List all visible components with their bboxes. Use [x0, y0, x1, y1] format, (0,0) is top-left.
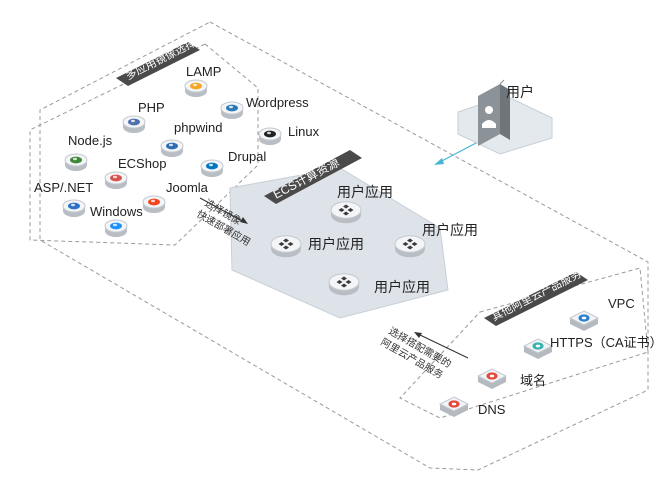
image-node	[122, 115, 146, 134]
domain-icon	[486, 372, 498, 380]
outer-region-outline	[39, 21, 649, 471]
windows-icon	[110, 222, 122, 230]
ecshop-icon	[110, 174, 122, 182]
app-grid-icon	[278, 238, 294, 250]
image-label: Node.js	[68, 133, 113, 148]
linux-icon	[264, 130, 276, 138]
service-label: DNS	[478, 402, 506, 417]
user-app-label: 用户应用	[374, 279, 430, 295]
image-node	[160, 139, 184, 158]
image-label: ASP/.NET	[34, 180, 94, 195]
phpwind-icon	[166, 142, 178, 150]
image-label: LAMP	[186, 64, 222, 79]
drupal-icon	[206, 162, 218, 170]
app-grid-icon	[336, 276, 352, 288]
user-label-leader	[499, 79, 505, 85]
image-label: PHP	[138, 100, 165, 115]
image-node	[104, 171, 128, 190]
image-node	[104, 219, 128, 238]
user-avatar-icon	[478, 84, 510, 146]
image-node	[220, 101, 244, 120]
image-label: ECShop	[118, 156, 167, 171]
service-node	[476, 368, 508, 389]
service-node	[438, 396, 470, 417]
user-to-ecs-arrow	[434, 142, 477, 165]
image-label: Joomla	[166, 180, 208, 195]
image-node	[184, 79, 208, 98]
image-node	[64, 153, 88, 172]
php-icon	[128, 118, 140, 126]
images-region-outline	[29, 43, 259, 246]
service-node	[522, 338, 554, 359]
user-app-label: 用户应用	[422, 222, 478, 238]
user-app-label: 用户应用	[308, 236, 364, 252]
vpc-icon	[578, 314, 590, 322]
user-app-node	[394, 235, 426, 258]
image-node	[142, 195, 166, 214]
image-node	[62, 199, 86, 218]
app-grid-icon	[338, 204, 354, 216]
joomla-icon	[148, 198, 160, 206]
images-to-ecs-arrow	[199, 197, 248, 224]
services-region-title: 其他阿里云产品服务	[489, 266, 584, 323]
wordpress-icon	[226, 104, 238, 112]
user-label: 用户	[506, 84, 534, 100]
user-app-label: 用户应用	[337, 184, 393, 200]
image-label: Wordpress	[246, 95, 309, 110]
user-app-node	[330, 201, 362, 224]
aspnet-icon	[68, 202, 80, 210]
service-label: VPC	[608, 296, 635, 311]
lamp-icon	[190, 82, 202, 90]
images-region-banner	[116, 42, 200, 86]
service-label: HTTPS（CA证书）	[550, 335, 663, 350]
image-label: Linux	[288, 124, 320, 139]
nodejs-icon	[70, 156, 82, 164]
services-to-ecs-arrow	[414, 332, 469, 359]
image-node	[258, 127, 282, 146]
user-app-node	[270, 235, 302, 258]
https-cert-icon	[532, 342, 544, 350]
dns-icon	[448, 400, 460, 408]
image-label: Windows	[90, 204, 143, 219]
services-region-banner	[484, 272, 588, 326]
service-label: 域名	[520, 373, 547, 388]
app-grid-icon	[402, 238, 418, 250]
services-region-outline	[399, 267, 649, 419]
image-label: phpwind	[174, 120, 223, 135]
image-label: Drupal	[228, 149, 267, 164]
ecs-region-banner	[264, 150, 362, 204]
user-app-node	[328, 273, 360, 296]
image-node	[200, 159, 224, 178]
service-node	[568, 310, 600, 331]
